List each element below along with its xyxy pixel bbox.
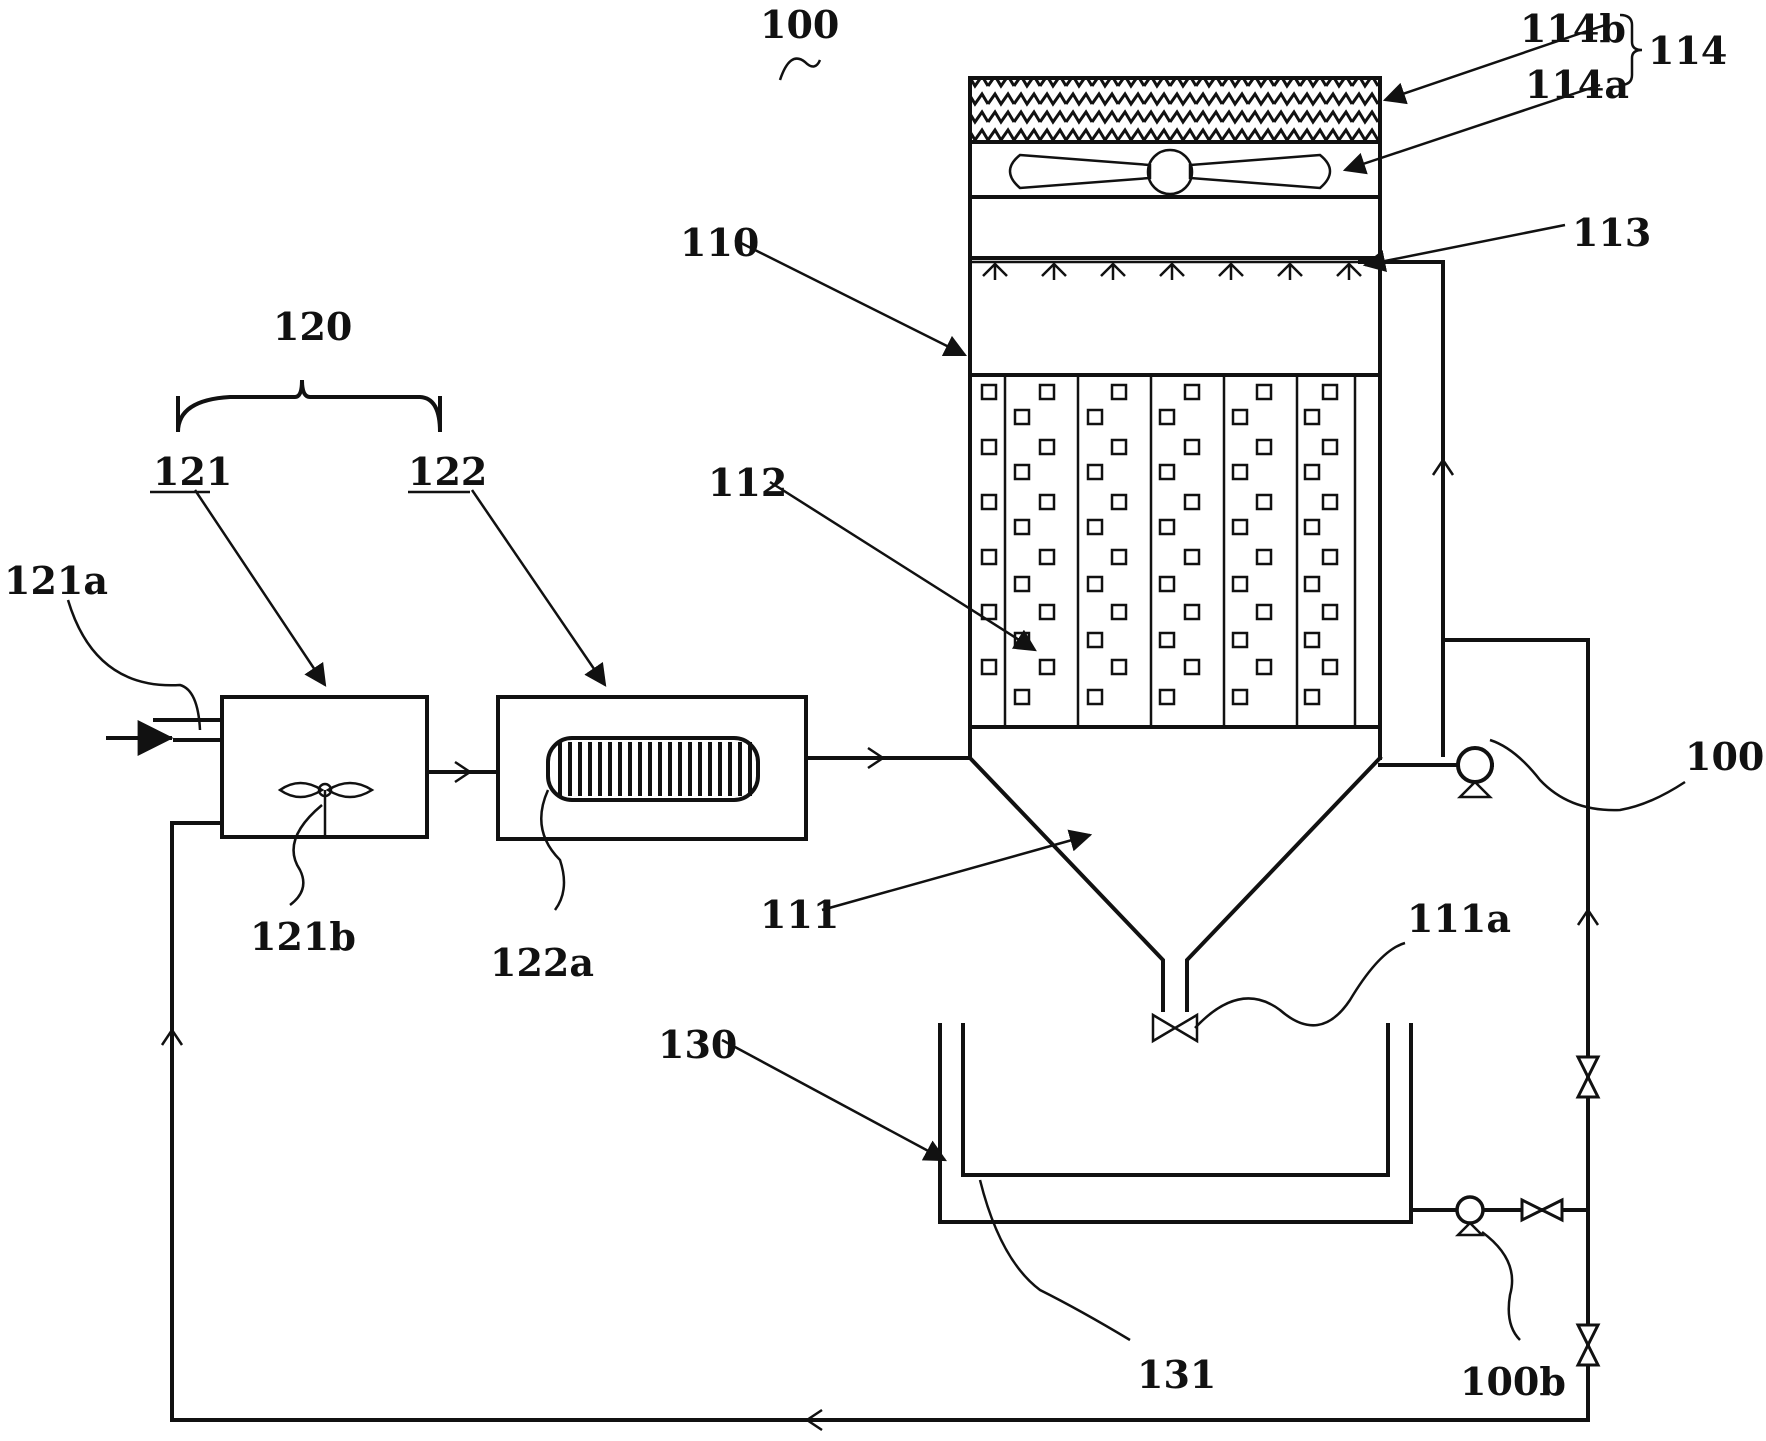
nozzle-row-113 xyxy=(970,260,1362,280)
label-121a: 121a xyxy=(4,558,108,603)
valve-horizontal xyxy=(1520,1197,1564,1223)
label-111: 111 xyxy=(760,892,839,937)
label-113: 113 xyxy=(1572,210,1651,255)
label-121: 121 xyxy=(153,449,232,494)
label-100a: 100a xyxy=(1685,734,1766,779)
label-114b: 114b xyxy=(1520,6,1626,51)
label-114a: 114a xyxy=(1525,62,1629,107)
valve-lower xyxy=(1575,1323,1601,1367)
pump-100a xyxy=(1456,746,1494,799)
label-111a: 111a xyxy=(1407,896,1511,941)
tank-121 xyxy=(153,695,429,839)
valve-upper xyxy=(1575,1055,1601,1099)
piping xyxy=(106,260,1600,1432)
fan-icon xyxy=(1008,148,1332,196)
pump-100b xyxy=(1454,1195,1486,1237)
label-100: 100 xyxy=(760,2,839,47)
tower-110 xyxy=(967,76,1383,1044)
cone-111 xyxy=(967,755,1383,1012)
label-114: 114 xyxy=(1648,28,1727,73)
valve-111a xyxy=(1151,1012,1199,1044)
label-122: 122 xyxy=(408,449,487,494)
stirrer-icon xyxy=(277,781,375,837)
label-100b: 100b xyxy=(1460,1359,1566,1404)
label-120: 120 xyxy=(273,304,352,349)
label-121b: 121b xyxy=(250,914,356,959)
label-131: 131 xyxy=(1137,1352,1216,1397)
leaders xyxy=(66,13,1686,1342)
heater-122 xyxy=(496,695,808,841)
label-122a: 122a xyxy=(490,940,594,985)
fan-section-114a xyxy=(968,140,1382,199)
label-112: 112 xyxy=(708,460,787,505)
mesh-114b xyxy=(968,76,1382,144)
coil-icon xyxy=(546,736,760,802)
basin-130 xyxy=(938,1023,1413,1224)
label-110: 110 xyxy=(680,220,759,265)
label-130: 130 xyxy=(658,1022,737,1067)
packing-112 xyxy=(968,373,1382,729)
